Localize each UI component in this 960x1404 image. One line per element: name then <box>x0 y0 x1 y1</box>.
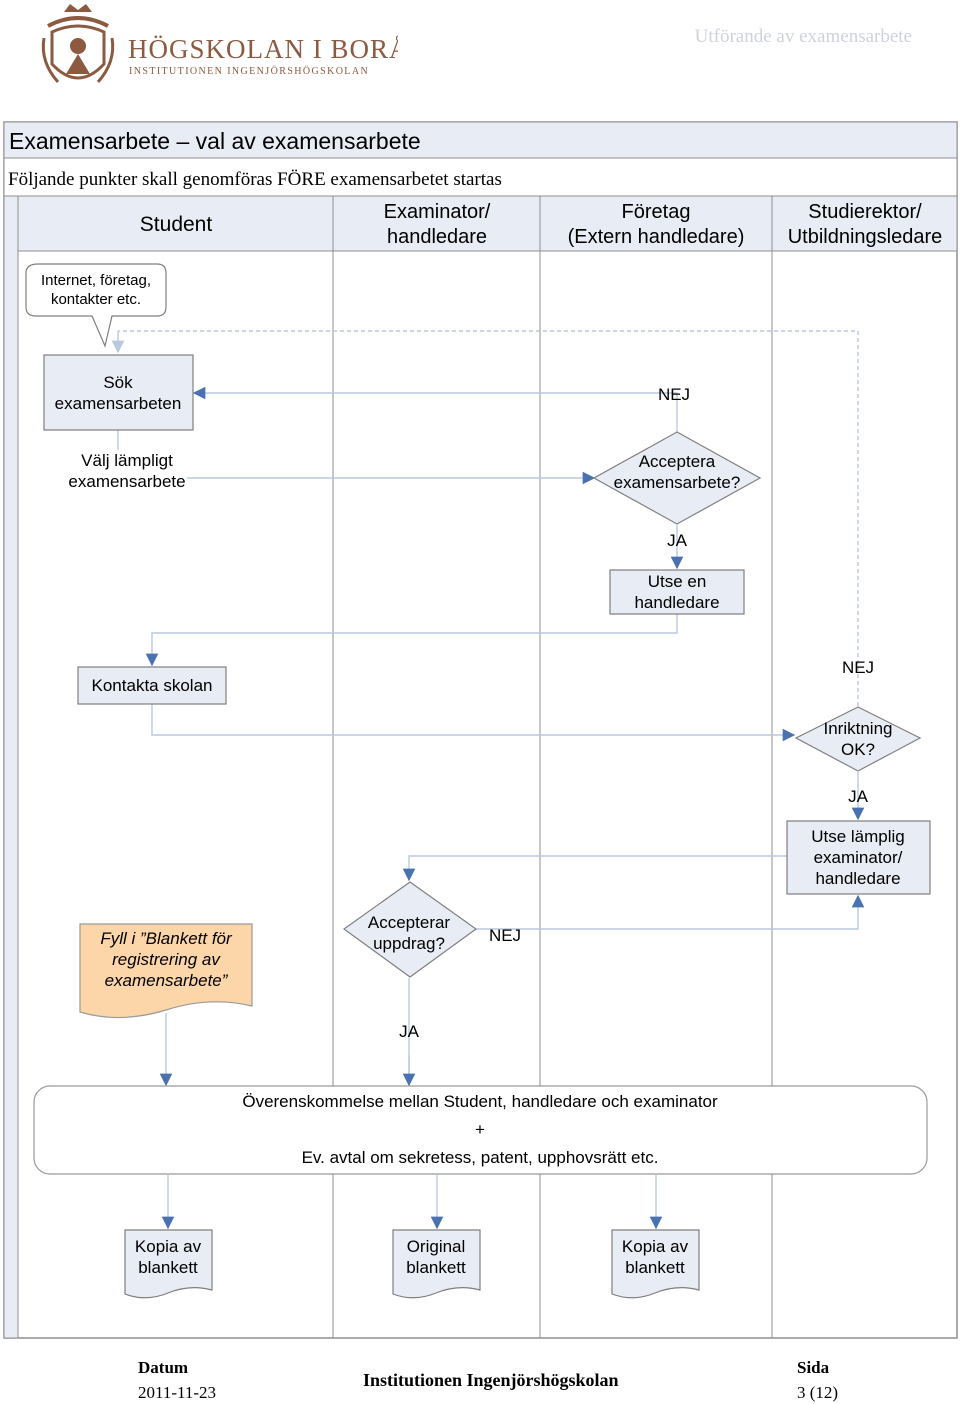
step-utse-handledare-line2: handledare <box>634 593 719 612</box>
step-utse-examinator-line1: Utse lämplig <box>811 827 905 846</box>
doc-kopia1 <box>124 1229 213 1299</box>
crest-icon <box>41 4 115 84</box>
step-valj-line1: Välj lämpligt <box>81 451 173 470</box>
label-ja-accepterar: JA <box>399 1022 420 1041</box>
step-sok-line1: Sök <box>103 373 133 392</box>
institution-subtitle: INSTITUTIONEN INGENJÖRSHÖGSKOLAN <box>129 65 369 77</box>
step-accepterar-line1: Accepterar <box>368 913 451 932</box>
label-nej-accepterar: NEJ <box>489 926 521 945</box>
doc-original-line1: Original <box>407 1237 466 1256</box>
diagram-subtitle: Följande punkter skall genomföras FÖRE e… <box>8 169 502 190</box>
step-inriktning-line2: OK? <box>841 740 875 759</box>
label-nej-acceptera: NEJ <box>658 385 690 404</box>
diagram-title: Examensarbete – val av examensarbete <box>9 128 421 154</box>
step-utse-examinator-line3: handledare <box>815 869 900 888</box>
step-overenskommelse-box <box>33 1085 928 1175</box>
lane-studierektor-line1: Studierektor/ <box>808 201 922 223</box>
label-nej-inriktning: NEJ <box>842 658 874 677</box>
footer-sida-label: Sida <box>797 1358 830 1377</box>
step-kontakta-label: Kontakta skolan <box>92 676 213 695</box>
step-sok-line2: examensarbeten <box>55 394 182 413</box>
label-ja-inriktning: JA <box>848 787 869 806</box>
decision-accepterar-diamond <box>342 881 478 978</box>
step-fyll-line1: Fyll i ”Blankett för <box>100 929 233 948</box>
decision-acceptera-diamond <box>592 431 762 525</box>
step-fyll-line2: registrering av <box>112 950 221 969</box>
step-overenskommelse-line1: Överenskommelse mellan Student, handleda… <box>242 1092 718 1111</box>
step-acceptera-line2: examensarbete? <box>614 473 741 492</box>
step-valj-line2: examensarbete <box>68 472 185 491</box>
lane-examinator-line1: Examinator/ <box>384 201 491 223</box>
step-sok-box <box>43 354 194 431</box>
lane-left-strip <box>3 195 19 1339</box>
doc-kopia2-line2: blankett <box>625 1258 685 1277</box>
step-overenskommelse-line2: + <box>475 1120 485 1139</box>
lane-foretag-line1: Företag <box>622 201 691 223</box>
doc-kopia1-line1: Kopia av <box>135 1237 202 1256</box>
step-utse-handledare-line1: Utse en <box>648 572 707 591</box>
step-utse-examinator-box <box>786 820 931 895</box>
doc-kopia1-line2: blankett <box>138 1258 198 1277</box>
step-utse-handledare-box <box>609 569 745 615</box>
lane-foretag-line2: (Extern handledare) <box>568 226 745 248</box>
lane-studierektor-line2: Utbildningsledare <box>788 226 943 248</box>
doc-kopia2-line1: Kopia av <box>622 1237 689 1256</box>
decision-inriktning-diamond <box>794 706 922 772</box>
footer-datum-label: Datum <box>138 1358 189 1377</box>
lane-header-background <box>17 195 958 252</box>
school-name: HÖGSKOLAN I BORÅS <box>128 34 398 64</box>
document-section-title: Utförande av examensarbete <box>694 26 912 47</box>
step-inriktning-line1: Inriktning <box>824 719 893 738</box>
lane-student: Student <box>140 213 213 236</box>
step-fyll-line3: examensarbete” <box>105 971 229 990</box>
step-utse-examinator-line2: examinator/ <box>814 848 903 867</box>
school-logo: HÖGSKOLAN I BORÅS INSTITUTIONEN INGENJÖR… <box>41 4 398 84</box>
lane-examinator-line2: handledare <box>387 226 487 248</box>
step-accepterar-line2: uppdrag? <box>373 934 445 953</box>
label-ja-acceptera: JA <box>667 531 688 550</box>
step-acceptera-line1: Acceptera <box>639 452 716 471</box>
footer-datum-value: 2011-11-23 <box>138 1383 217 1402</box>
callout-bubble <box>25 263 167 348</box>
step-kontakta-box <box>77 666 227 705</box>
callout-line1: Internet, företag, <box>41 272 151 289</box>
callout-line2: kontakter etc. <box>51 291 141 308</box>
step-fyll-document <box>79 923 253 1019</box>
footer-institution: Institutionen Ingenjörshögskolan <box>363 1370 619 1390</box>
footer-sida-value: 3 (12) <box>797 1383 839 1402</box>
doc-original <box>392 1229 481 1299</box>
doc-original-line2: blankett <box>406 1258 466 1277</box>
step-overenskommelse-line3: Ev. avtal om sekretess, patent, upphovsr… <box>302 1148 659 1167</box>
doc-kopia2 <box>611 1229 700 1299</box>
